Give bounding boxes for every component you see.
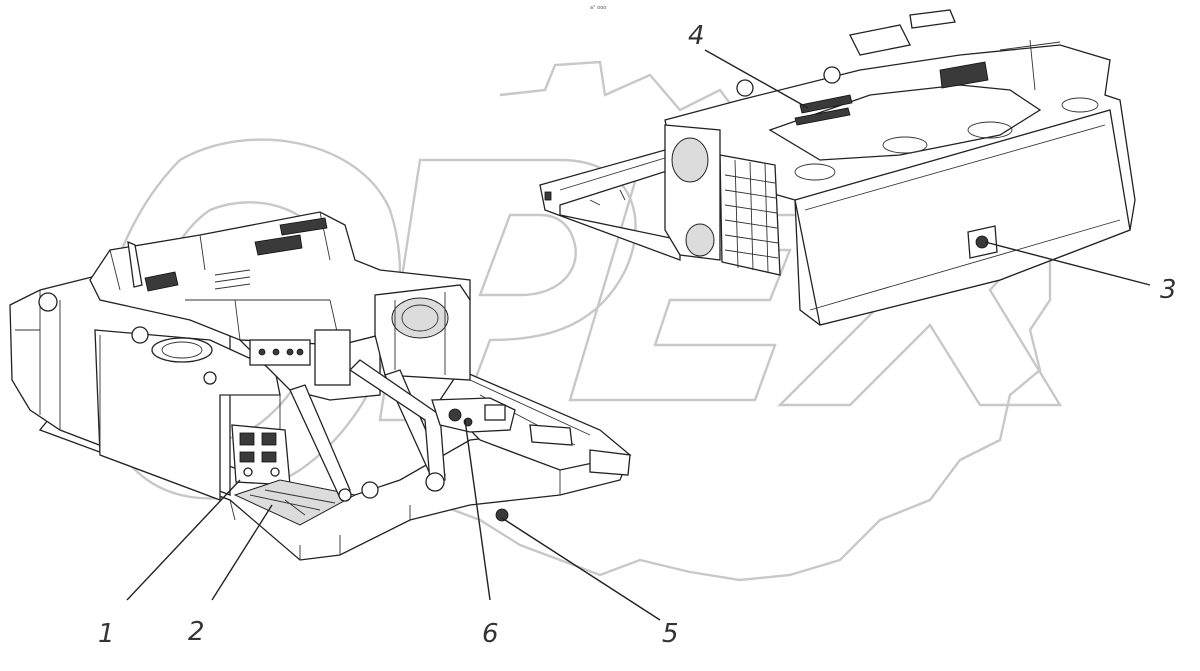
right-roof [768,84,1042,161]
callout-5: 5 [662,619,679,649]
callout-6: 6 [482,619,499,649]
leader-1 [126,479,241,601]
leader-2 [211,504,273,601]
leader-4 [704,49,809,109]
right-front-panel [794,109,1131,326]
right-base-frame [539,149,681,261]
left-top-vent-3 [279,217,328,236]
leader-lines [126,49,1151,621]
linkage-arm-left [289,384,351,500]
callout-labels: 1 2 3 4 5 6 [98,21,1177,649]
left-assembly [9,211,632,561]
left-tank-cap [151,337,213,363]
right-assembly [539,9,1136,326]
callout-3: 3 [1160,275,1177,305]
left-top-vent-1 [144,271,179,292]
right-grille [719,154,781,276]
left-antenna [127,240,143,288]
callout-1: 1 [98,619,115,649]
knob-5 [495,508,509,522]
leader-6 [464,419,491,601]
callout-2: 2 [188,617,205,647]
leader-3 [984,241,1151,286]
left-top-vent-2 [254,234,303,256]
left-lower-panel [233,479,357,526]
right-top-vent-4 [799,94,853,114]
hinge-1 [425,472,445,492]
leader-5 [501,517,661,621]
watermark-gear-outline [399,60,1052,582]
header-small-text: a° ooo [590,5,606,11]
callout-4: 4 [688,21,705,51]
